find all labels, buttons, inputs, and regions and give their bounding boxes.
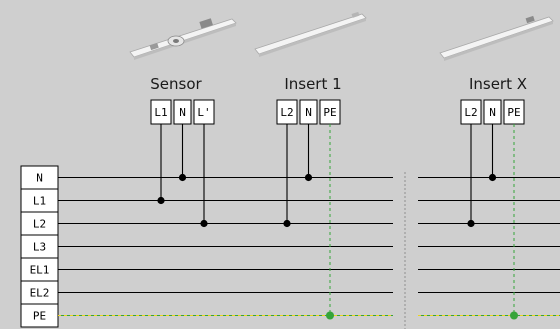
insert-1-fixture-image (254, 11, 367, 57)
sensor-fixture-image (129, 18, 237, 60)
junction-dot (488, 173, 497, 182)
terminal-label: L2 (464, 106, 477, 119)
bus-label: EL2 (30, 287, 50, 300)
device-insert-x: Insert X L2 N PE (460, 75, 527, 320)
bus-label: L2 (33, 218, 46, 231)
bus-label: L1 (33, 195, 46, 208)
terminal-label: N (305, 106, 312, 119)
bus-row-el2: EL2 (20, 280, 560, 305)
bus-row-l3: L3 (20, 234, 560, 259)
terminal-label: N (179, 106, 186, 119)
pe-junction-dot (326, 311, 334, 320)
terminal-label: L' (197, 106, 210, 119)
terminal-label: PE (507, 106, 520, 119)
bus-row-pe: PE (20, 303, 560, 328)
device-insert-1: Insert 1 L2 N PE (276, 75, 342, 320)
bus-label: EL1 (30, 264, 50, 277)
junction-dot (304, 173, 313, 182)
device-title: Insert 1 (284, 75, 341, 93)
insert-x-fixture-image (439, 15, 554, 61)
bus-row-el1: EL1 (20, 257, 560, 282)
bus-row-l1: L1 (20, 188, 560, 213)
junction-dot (283, 219, 291, 228)
device-title: Insert X (469, 75, 527, 93)
bus-row-n: N (20, 165, 560, 190)
bus-label: L3 (33, 241, 46, 254)
device-title: Sensor (150, 75, 202, 93)
bus-row-l2: L2 (20, 211, 560, 236)
junction-dot (157, 196, 165, 205)
junction-dot (178, 173, 187, 182)
terminal-label: L1 (154, 106, 167, 119)
pe-junction-dot (510, 311, 518, 320)
bus-label: N (36, 172, 43, 185)
terminal-label: PE (323, 106, 336, 119)
junction-dot (200, 219, 208, 228)
bus-label: PE (33, 310, 46, 323)
junction-dot (467, 219, 475, 228)
terminal-label: N (489, 106, 496, 119)
terminal-label: L2 (280, 106, 293, 119)
